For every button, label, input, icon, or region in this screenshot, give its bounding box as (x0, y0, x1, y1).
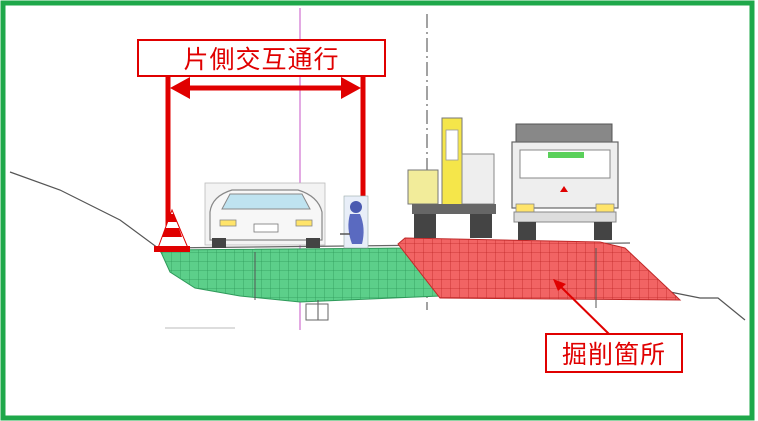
excavator-icon (407, 117, 496, 238)
car-icon (204, 182, 326, 248)
excavation-leader-arrowhead (553, 279, 566, 291)
dump-truck-icon (511, 123, 619, 240)
traffic-lane-area (159, 240, 441, 303)
one-lane-alternating-traffic-label: 片側交互通行 (137, 39, 386, 77)
utility-box (305, 303, 329, 321)
excavation-site-label: 掘削箇所 (545, 333, 683, 373)
excavation-area (397, 237, 682, 301)
excavation-leader-line (556, 282, 611, 336)
ground-line-right (669, 291, 746, 321)
traffic-cone-icon (154, 208, 190, 252)
flagger-icon (340, 195, 369, 249)
